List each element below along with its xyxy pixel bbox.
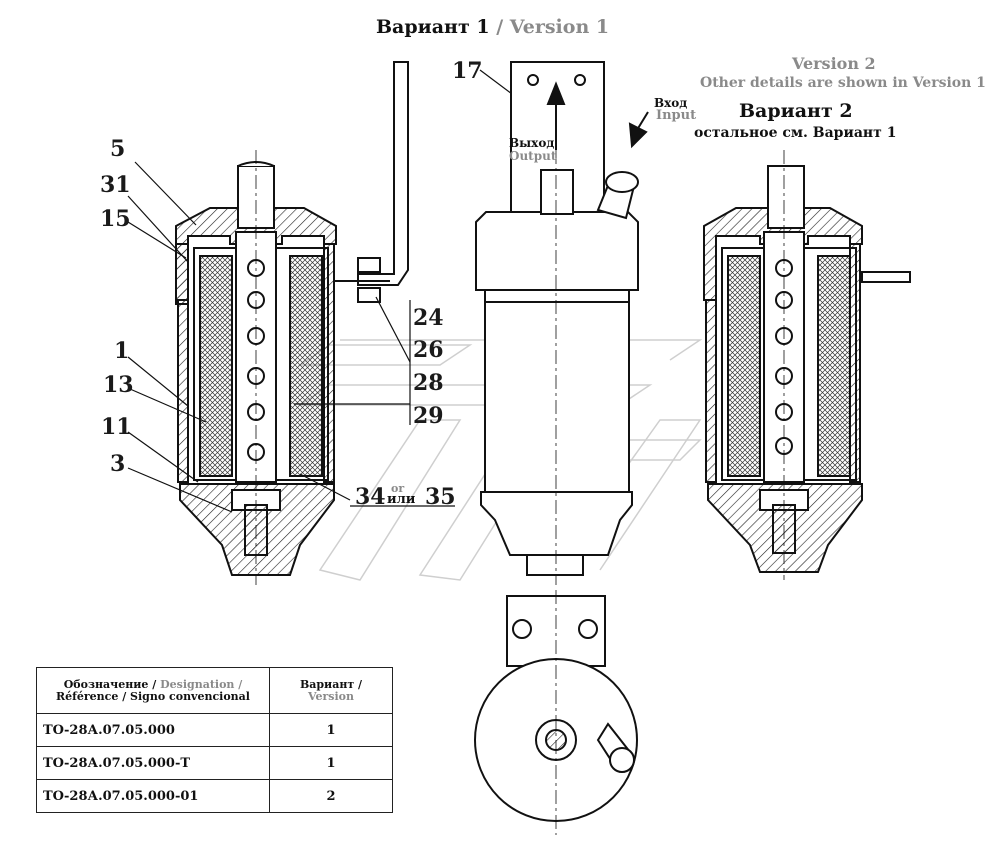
row-designation: ТО-28А.07.05.000	[36, 713, 270, 747]
section-view-version1	[175, 61, 409, 585]
callout-or-en: or	[391, 482, 405, 495]
callout-11: 11	[101, 414, 132, 440]
table-header-row: Обозначение / Designation / Référence / …	[36, 667, 393, 714]
callout-15: 15	[100, 206, 131, 232]
row-version: 1	[269, 713, 393, 747]
input-label-en: Input	[656, 108, 697, 123]
callout-26: 26	[413, 337, 444, 363]
output-label-en: Output	[509, 149, 557, 163]
header-version-ru: Вариант /	[299, 677, 363, 691]
callout-13: 13	[103, 372, 134, 398]
callout-29: 29	[413, 403, 444, 429]
input-label-ru: Вход	[654, 96, 688, 110]
row-designation: ТО-28А.07.05.000-Т	[36, 746, 270, 780]
table-row: ТО-28А.07.05.000-01 2	[36, 779, 393, 813]
callout-31: 31	[100, 172, 131, 198]
callout-or-ru: или	[387, 492, 416, 507]
flow-arrows	[546, 81, 649, 150]
designation-table: Обозначение / Designation / Référence / …	[36, 667, 393, 813]
row-version: 2	[269, 779, 393, 813]
version2-en-note: Other details are shown in Version 1	[700, 75, 986, 91]
version2-ru-note: остальное см. Вариант 1	[694, 125, 897, 141]
callout-17: 17	[452, 58, 483, 84]
section-view-version2	[703, 150, 911, 580]
header-designation-ru: Обозначение /	[63, 677, 157, 691]
table-row: ТО-28А.07.05.000-Т 1	[36, 746, 393, 780]
table-row: ТО-28А.07.05.000 1	[36, 713, 393, 747]
callout-35: 35	[425, 484, 456, 510]
callout-3: 3	[110, 451, 126, 477]
header-designation: Обозначение / Designation / Référence / …	[36, 667, 270, 714]
callout-34: 34	[355, 484, 386, 510]
external-view	[475, 61, 639, 585]
version1-heading-en: / Version 1	[496, 16, 610, 38]
callout-5: 5	[110, 136, 126, 162]
top-view	[474, 590, 638, 835]
callout-24: 24	[413, 305, 444, 331]
header-version: Вариант / Version	[269, 667, 393, 714]
header-version-en: Version	[307, 689, 355, 703]
callout-28: 28	[413, 370, 444, 396]
row-version: 1	[269, 746, 393, 780]
output-label-ru: Выход	[509, 136, 555, 150]
header-designation-fr: Référence / Signo convencional	[56, 689, 250, 703]
version1-heading-ru: Вариант 1	[376, 16, 490, 38]
header-designation-en: Designation /	[160, 677, 243, 691]
version2-ru-title: Вариант 2	[739, 100, 853, 122]
version1-heading: Вариант 1 / Version 1	[376, 16, 609, 38]
row-designation: ТО-28А.07.05.000-01	[36, 779, 270, 813]
callout-1: 1	[114, 338, 130, 364]
leader-lines-left	[127, 69, 521, 513]
version2-en-title: Version 2	[792, 54, 876, 73]
